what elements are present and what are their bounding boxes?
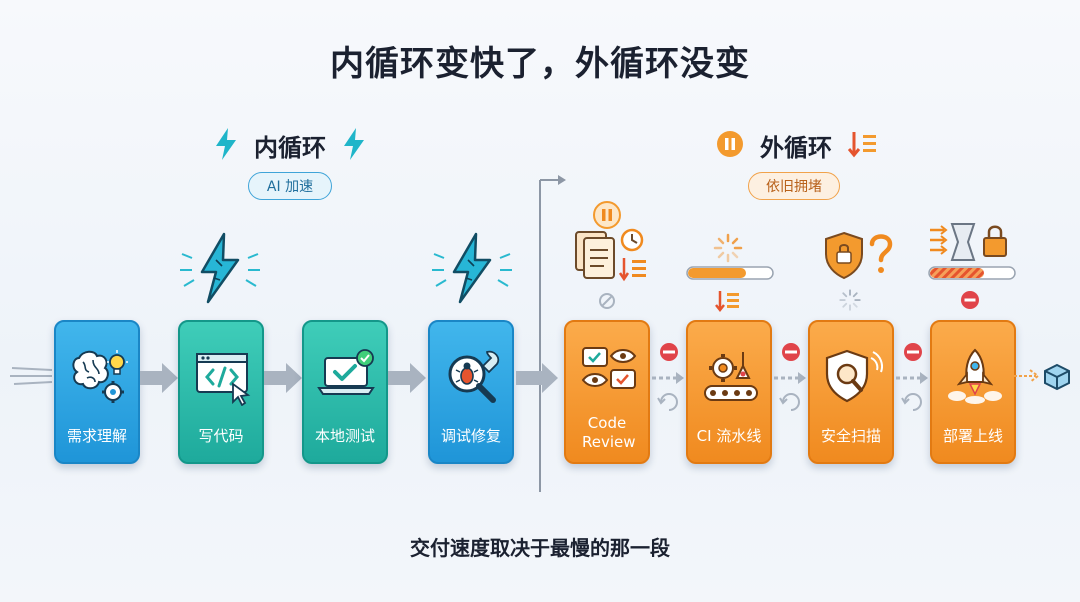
step-card-debug[interactable]: 调试修复 xyxy=(428,320,514,464)
inner-loop-title: 内循环 xyxy=(254,134,326,162)
outer-loop-badge: 依旧拥堵 xyxy=(748,172,840,200)
step-label: 安全扫描 xyxy=(820,427,881,445)
package-box-icon xyxy=(1044,363,1070,391)
step-label: CI 流水线 xyxy=(696,427,762,445)
stop-sign-icon xyxy=(961,291,979,309)
funnel-lock-icon xyxy=(930,223,1007,261)
step-label: 调试修复 xyxy=(440,427,501,445)
step-card-security-scan[interactable]: 安全扫描 xyxy=(808,320,894,464)
step-card-deploy[interactable]: 部署上线 xyxy=(930,320,1016,464)
blocked-connector xyxy=(774,343,806,411)
step-label: Code Review xyxy=(582,414,636,451)
loading-spinner-icon xyxy=(713,233,743,263)
shield-scan-icon xyxy=(825,349,883,403)
step-card-local-test[interactable]: 本地测试 xyxy=(302,320,388,464)
step-label: 写代码 xyxy=(198,427,244,445)
progress-bar-icon xyxy=(928,266,1016,280)
laptop-check-icon xyxy=(317,349,375,395)
blocked-connector xyxy=(652,343,684,411)
exit-arrow xyxy=(1014,369,1040,383)
slow-sort-icon xyxy=(848,132,876,158)
step-card-coding[interactable]: 写代码 xyxy=(178,320,264,464)
step-label: 需求理解 xyxy=(66,427,127,445)
code-window-icon xyxy=(196,353,251,406)
speed-lines xyxy=(10,367,53,385)
slow-sort-icon xyxy=(715,291,739,312)
gear-pipeline-icon xyxy=(704,352,758,401)
flow-arrow xyxy=(516,363,558,393)
blocked-connector xyxy=(896,343,928,411)
rocket-icon xyxy=(948,348,1002,404)
page-title: 内循环变快了，外循环没变 xyxy=(330,44,750,84)
pause-icon xyxy=(593,201,621,229)
lightning-icon xyxy=(344,128,364,160)
no-symbol-icon xyxy=(599,293,615,309)
lightning-icon xyxy=(216,128,236,160)
lightning-circuit-icon xyxy=(180,232,260,304)
loading-spinner-icon xyxy=(839,289,861,311)
lightning-circuit-icon xyxy=(432,232,512,304)
outer-loop-title: 外循环 xyxy=(760,134,832,162)
flow-arrow xyxy=(140,363,178,393)
flow-arrow xyxy=(264,363,302,393)
step-label: 本地测试 xyxy=(314,427,375,445)
pause-icon xyxy=(717,131,743,157)
progress-bar-icon xyxy=(686,266,774,280)
flow-arrow xyxy=(388,363,426,393)
loop-divider xyxy=(539,175,566,492)
step-card-requirements[interactable]: 需求理解 xyxy=(54,320,140,464)
shield-lock-question-icon xyxy=(825,231,893,280)
brain-idea-icon xyxy=(72,350,128,403)
bug-wrench-icon xyxy=(448,350,500,403)
documents-clock-icon xyxy=(575,228,646,282)
step-card-ci-pipeline[interactable]: CI 流水线 xyxy=(686,320,772,464)
step-label: 部署上线 xyxy=(942,427,1003,445)
review-chat-icon xyxy=(581,347,637,389)
footer-caption: 交付速度取决于最慢的那一段 xyxy=(410,536,670,560)
inner-loop-badge: AI 加速 xyxy=(248,172,332,200)
step-card-code-review[interactable]: Code Review xyxy=(564,320,650,464)
